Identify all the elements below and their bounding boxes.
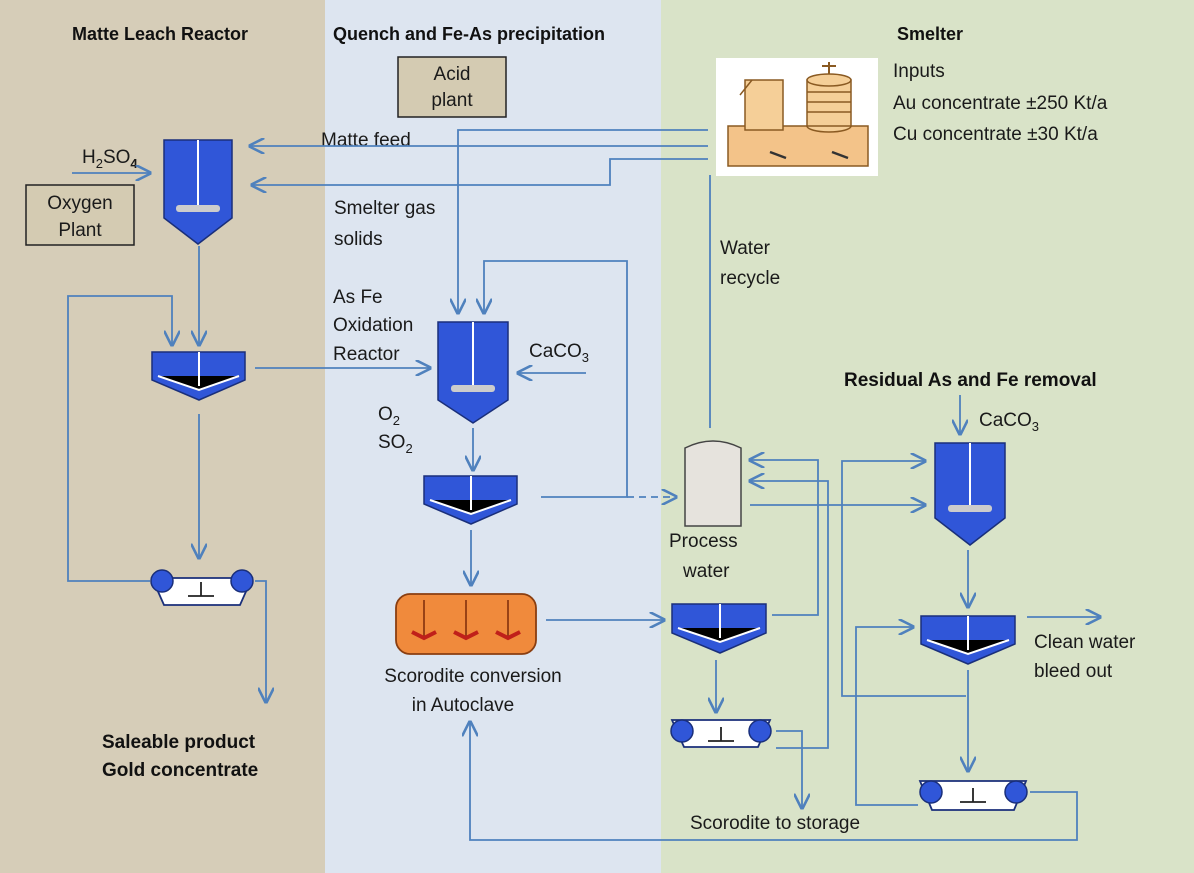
clean-water-label-2: bleed out — [1034, 661, 1113, 682]
oxidation-reactor-tank — [437, 321, 509, 424]
residual-thickener — [920, 615, 1016, 665]
scorodite-belt-filter — [670, 719, 772, 748]
residual-reactor-tank — [934, 442, 1006, 546]
water-recycle-label-1: Water — [720, 238, 771, 259]
acid-plant-label-1: Acid — [434, 64, 471, 85]
scorodite-conversion-label-1: Scorodite conversion — [384, 666, 561, 687]
process-water-label-2: water — [682, 561, 730, 582]
oxidation-label-3: Reactor — [333, 344, 400, 365]
caco3-label-1: CaCO3 — [529, 341, 589, 365]
smelter-gas-label-1: Smelter gas — [334, 198, 435, 219]
smelter-furnace-icon — [716, 58, 878, 176]
so2-label: SO2 — [378, 432, 413, 456]
section-title-matte-leach: Matte Leach Reactor — [72, 24, 248, 44]
oxidation-label-1: As Fe — [333, 287, 383, 308]
saleable-product-label: Saleable product — [102, 732, 256, 753]
residual-belt-filter — [918, 780, 1028, 811]
smelter-gas-label-2: solids — [334, 229, 383, 250]
caco3-label-2: CaCO3 — [979, 410, 1039, 434]
scorodite-conversion-label-2: in Autoclave — [412, 695, 514, 716]
leach-belt-filter — [150, 569, 254, 606]
clean-water-label-1: Clean water — [1034, 632, 1136, 653]
process-water-label-1: Process — [669, 531, 738, 552]
section-title-smelter: Smelter — [897, 24, 963, 44]
matte-feed-label: Matte feed — [321, 130, 411, 151]
oxygen-plant-box: Oxygen Plant — [25, 184, 135, 246]
residual-removal-title: Residual As and Fe removal — [844, 370, 1097, 391]
smelter-cu-concentrate: Cu concentrate ±30 Kt/a — [893, 124, 1098, 145]
oxidation-label-2: Oxidation — [333, 315, 413, 336]
smelter-inputs-title: Inputs — [893, 61, 945, 82]
storage-tank-icon — [684, 440, 742, 527]
quench-thickener — [423, 475, 518, 525]
oxygen-plant-label-2: Plant — [58, 220, 102, 241]
leach-reactor-tank — [163, 139, 233, 245]
oxygen-plant-label-1: Oxygen — [47, 193, 112, 214]
flow-lines — [67, 129, 1100, 841]
o2-label: O2 — [378, 404, 400, 428]
autoclave-icon — [395, 593, 537, 655]
leach-thickener — [151, 351, 246, 401]
section-title-quench: Quench and Fe-As precipitation — [333, 24, 605, 44]
water-recycle-label-2: recycle — [720, 268, 780, 289]
h2so4-label: H2SO4 — [82, 147, 138, 171]
smelter-thickener — [671, 603, 767, 654]
smelter-au-concentrate: Au concentrate ±250 Kt/a — [893, 93, 1108, 114]
acid-plant-box: Acid plant — [397, 56, 507, 118]
gold-concentrate-label: Gold concentrate — [102, 760, 258, 781]
acid-plant-label-2: plant — [431, 90, 473, 111]
scorodite-storage-label: Scorodite to storage — [690, 813, 860, 834]
